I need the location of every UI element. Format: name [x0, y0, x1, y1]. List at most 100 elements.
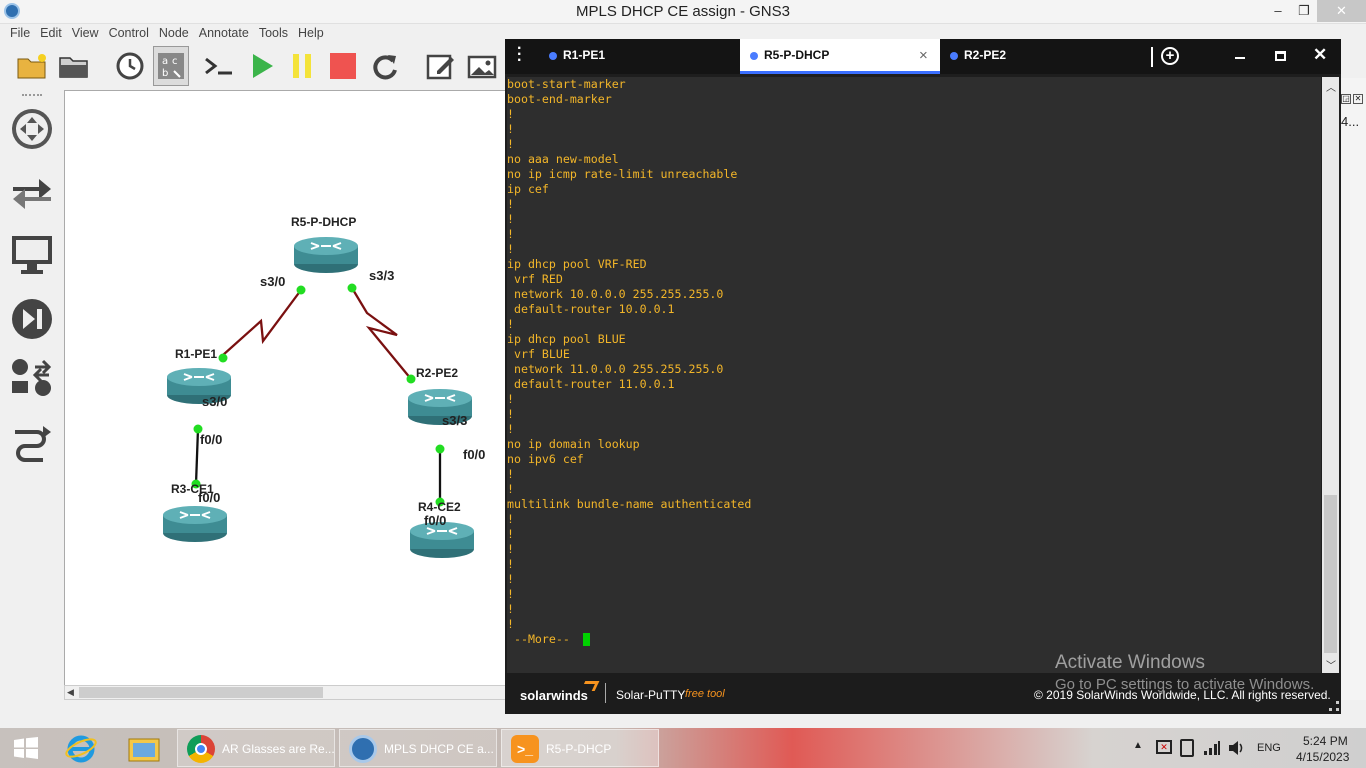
terminal-line: !: [507, 482, 514, 496]
snapshot-icon[interactable]: [112, 46, 148, 86]
terminal-line: no aaa new-model: [507, 152, 619, 166]
taskbar-gns3[interactable]: MPLS DHCP CE a...: [339, 729, 497, 767]
terminal-line: !: [507, 527, 514, 541]
clock-date[interactable]: 4/15/2023: [1296, 750, 1350, 764]
product-name: Solar-PuTTY: [616, 688, 686, 702]
node-label[interactable]: R5-P-DHCP: [291, 215, 357, 229]
more-prompt: --More--: [507, 632, 1321, 647]
undock-icon[interactable]: ◲: [1341, 94, 1351, 104]
port-label: f0/0: [198, 490, 221, 505]
scroll-down-arrow-icon[interactable]: ﹀: [1326, 661, 1336, 672]
router-r5-p-dhcp: [293, 236, 359, 274]
right-panel: ◲ ✕ 4...: [1341, 78, 1366, 700]
close-tab-icon[interactable]: ×: [919, 47, 928, 64]
putty-tab-bar: ··· R1-PE1 R5-P-DHCP × R2-PE2 + ✕: [505, 39, 1341, 74]
menu-edit[interactable]: Edit: [40, 26, 62, 40]
menu-view[interactable]: View: [71, 26, 99, 40]
resize-grip-icon[interactable]: [1329, 701, 1339, 711]
tab-r5-p-dhcp[interactable]: R5-P-DHCP ×: [740, 39, 940, 74]
network-signal-icon[interactable]: [1203, 740, 1221, 759]
menu-tools[interactable]: Tools: [258, 26, 288, 40]
power-icon[interactable]: [1180, 739, 1194, 757]
scrollbar-thumb[interactable]: [1324, 495, 1337, 653]
add-link-icon[interactable]: [8, 420, 56, 470]
port-label: f0/0: [200, 432, 223, 447]
topology-canvas[interactable]: R5-P-DHCP R1-PE1 R2-PE2 R3-CE1 R4-CE2 s3…: [64, 90, 506, 686]
volume-icon[interactable]: [1227, 739, 1245, 760]
browse-switches-icon[interactable]: [8, 168, 56, 218]
port-label: s3/0: [202, 394, 228, 409]
putty-close-icon[interactable]: ✕: [1313, 45, 1328, 64]
putty-maximize-icon[interactable]: [1275, 51, 1286, 61]
browse-end-devices-icon[interactable]: [8, 230, 56, 280]
menu-annotate[interactable]: Annotate: [198, 26, 249, 40]
menu-node[interactable]: Node: [158, 26, 189, 40]
stop-all-icon[interactable]: [325, 46, 361, 86]
status-dot-icon: [950, 52, 958, 60]
action-center-icon[interactable]: ✕: [1156, 740, 1172, 754]
minimize-button[interactable]: –: [1274, 3, 1282, 18]
scroll-left-arrow-icon[interactable]: ◀: [67, 687, 74, 697]
reload-all-icon[interactable]: [366, 46, 402, 86]
start-all-icon[interactable]: [243, 46, 279, 86]
show-hidden-icons-icon[interactable]: ▲: [1133, 740, 1143, 751]
port-dot: [347, 283, 357, 293]
open-project-icon[interactable]: [14, 46, 50, 86]
tab-r2-pe2[interactable]: R2-PE2: [940, 39, 1145, 74]
clock-time[interactable]: 5:24 PM: [1303, 734, 1348, 748]
kebab-menu-icon[interactable]: ···: [517, 40, 523, 69]
device-dock: [0, 90, 62, 700]
terminal-line: !: [507, 467, 514, 481]
dock-grip: [22, 94, 42, 96]
menu-file[interactable]: File: [10, 26, 31, 40]
close-button[interactable]: ✕: [1317, 0, 1366, 22]
browse-routers-icon[interactable]: [8, 104, 56, 154]
tab-r1-pe1[interactable]: R1-PE1: [505, 39, 740, 74]
status-dot-icon: [750, 52, 758, 60]
browse-all-devices-icon[interactable]: [8, 354, 56, 404]
node-label[interactable]: R4-CE2: [418, 500, 461, 514]
copyright: © 2019 SolarWinds Worldwide, LLC. All ri…: [1034, 688, 1331, 702]
taskbar: AR Glasses are Re... MPLS DHCP CE a... >…: [0, 728, 1366, 768]
terminal-line: !: [507, 137, 514, 151]
restore-button[interactable]: ❐: [1298, 3, 1310, 18]
terminal-line: vrf BLUE: [507, 347, 570, 361]
node-label[interactable]: R3-CE1: [171, 482, 214, 496]
browse-security-devices-icon[interactable]: [8, 294, 56, 344]
file-explorer-icon[interactable]: [127, 733, 161, 763]
port-label: s3/0: [260, 274, 286, 289]
menu-help[interactable]: Help: [298, 26, 324, 40]
terminal-vertical-scrollbar[interactable]: ︿ ﹀: [1322, 77, 1339, 673]
panel-close-icon[interactable]: ✕: [1353, 94, 1363, 104]
console-all-icon[interactable]: [200, 46, 236, 86]
add-note-icon[interactable]: [423, 46, 459, 86]
taskbar-label: R5-P-DHCP: [546, 742, 612, 756]
canvas-horizontal-scrollbar[interactable]: ◀: [64, 685, 506, 700]
terminal-line: default-router 11.0.0.1: [507, 377, 675, 391]
node-label[interactable]: R1-PE1: [175, 347, 218, 361]
start-button[interactable]: [14, 737, 38, 759]
taskbar-solar-putty[interactable]: >_ R5-P-DHCP: [501, 729, 659, 767]
terminal-line: !: [507, 422, 514, 436]
putty-minimize-icon[interactable]: [1235, 57, 1245, 59]
link-r5-r2: [351, 287, 412, 380]
terminal-line: no ip icmp rate-limit unreachable: [507, 167, 738, 181]
solarwinds-logo: solarwinds: [520, 688, 588, 703]
insert-image-icon[interactable]: [464, 46, 500, 86]
suspend-all-icon[interactable]: [284, 46, 320, 86]
node-label[interactable]: R2-PE2: [416, 366, 459, 380]
scrollbar-thumb[interactable]: [79, 687, 323, 698]
internet-explorer-icon[interactable]: [64, 732, 98, 764]
terminal-line: ip dhcp pool VRF-RED: [507, 257, 647, 271]
scroll-up-arrow-icon[interactable]: ︿: [1326, 83, 1336, 94]
new-tab-icon[interactable]: +: [1161, 47, 1179, 65]
terminal-line: ip dhcp pool BLUE: [507, 332, 626, 346]
input-language[interactable]: ENG: [1257, 742, 1281, 754]
menu-control[interactable]: Control: [108, 26, 149, 40]
port-dot: [193, 424, 203, 434]
folder-icon[interactable]: [56, 46, 92, 86]
taskbar-chrome[interactable]: AR Glasses are Re...: [177, 729, 335, 767]
